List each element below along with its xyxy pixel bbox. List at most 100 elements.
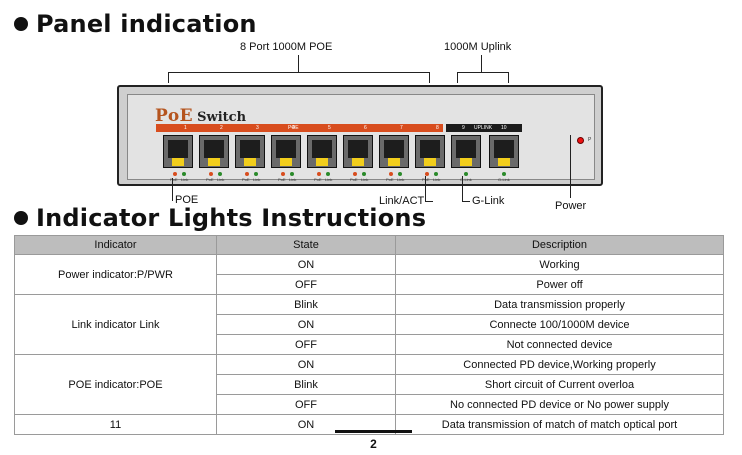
poe-port-3 bbox=[235, 135, 265, 168]
link-led-icon bbox=[182, 172, 186, 176]
glink-led-icon bbox=[464, 172, 468, 176]
indicator-cell: POE indicator:POE bbox=[14, 354, 217, 415]
led-label-link: Link bbox=[433, 177, 441, 182]
callout-link-hline bbox=[425, 201, 433, 202]
callout-poe-line bbox=[172, 178, 173, 201]
led-label-link: Link bbox=[217, 177, 225, 182]
link-led-icon bbox=[218, 172, 222, 176]
table-row: Link indicator Link Blink Data transmiss… bbox=[14, 294, 724, 355]
port-number: 10 bbox=[501, 125, 507, 131]
description-cell: Working bbox=[395, 254, 724, 275]
table-row: OFF Power off bbox=[15, 274, 724, 295]
description-cell: No connected PD device or No power suppl… bbox=[395, 394, 724, 415]
label-glink: G-Link bbox=[472, 195, 505, 207]
callout-glink-line bbox=[462, 176, 463, 201]
state-cell: OFF bbox=[216, 334, 396, 355]
port-number: 8 bbox=[436, 125, 439, 131]
state-cell: ON bbox=[216, 254, 396, 275]
power-led-label: P bbox=[588, 137, 592, 143]
poe-led-icon bbox=[209, 172, 213, 176]
indicator-cell: 11 bbox=[14, 414, 217, 435]
callout-glink-hline bbox=[462, 201, 470, 202]
bracket-uplink-stem bbox=[481, 55, 482, 72]
page-number-bar bbox=[335, 430, 412, 433]
uplink-port-band: UPLINK bbox=[446, 124, 522, 132]
led-label-poe: PoE bbox=[242, 177, 250, 182]
link-led-icon bbox=[290, 172, 294, 176]
description-cell: Data transmission properly bbox=[395, 294, 724, 315]
description-cell: Connecte 100/1000M device bbox=[395, 314, 724, 335]
state-cell: OFF bbox=[216, 274, 396, 295]
poe-led-icon bbox=[425, 172, 429, 176]
poe-port-6 bbox=[343, 135, 373, 168]
led-label-link: Link bbox=[325, 177, 333, 182]
header-state: State bbox=[216, 235, 396, 255]
uplink-band-label: UPLINK bbox=[474, 125, 493, 131]
brand-switch: Switch bbox=[197, 110, 247, 125]
poe-port-7 bbox=[379, 135, 409, 168]
description-cell: Short circuit of Current overloa bbox=[395, 374, 724, 395]
uplink-port-9 bbox=[451, 135, 481, 168]
indicator-table: Indicator State Description Power indica… bbox=[14, 235, 724, 435]
table-row: POE indicator:POE ON Connected PD device… bbox=[14, 354, 724, 415]
table-row: OFF Not connected device bbox=[15, 334, 724, 355]
uplink-port-10 bbox=[489, 135, 519, 168]
led-label-link: Link bbox=[397, 177, 405, 182]
table-header-row: Indicator State Description bbox=[14, 235, 724, 255]
description-cell: Connected PD device,Working properly bbox=[395, 354, 724, 375]
table-row: 11 ON Data transmission of match of matc… bbox=[14, 414, 724, 435]
callout-link-line bbox=[425, 176, 426, 201]
poe-led-icon bbox=[389, 172, 393, 176]
link-led-icon bbox=[326, 172, 330, 176]
poe-led-icon bbox=[353, 172, 357, 176]
led-label-poe: PoE bbox=[278, 177, 286, 182]
poe-led-icon bbox=[173, 172, 177, 176]
port-number: 2 bbox=[220, 125, 223, 131]
link-led-icon bbox=[434, 172, 438, 176]
description-cell: Power off bbox=[395, 274, 724, 295]
label-8port: 8 Port 1000M POE bbox=[240, 41, 333, 53]
indicator-cell: Link indicator Link bbox=[14, 294, 217, 355]
indicator-lights-heading: Indicator Lights Instructions bbox=[14, 204, 426, 232]
led-label-link: Link bbox=[253, 177, 261, 182]
state-cell: ON bbox=[216, 414, 396, 435]
table-row: OFF No connected PD device or No power s… bbox=[15, 394, 724, 415]
port-number: 1 bbox=[184, 125, 187, 131]
poe-port-1 bbox=[163, 135, 193, 168]
led-label-link: Link bbox=[289, 177, 297, 182]
led-label-poe: PoE bbox=[314, 177, 322, 182]
link-led-icon bbox=[398, 172, 402, 176]
label-link-act: Link/ACT bbox=[379, 195, 425, 207]
panel-indication-title: Panel indication bbox=[36, 10, 257, 38]
port-number: 3 bbox=[256, 125, 259, 131]
power-led-icon bbox=[577, 137, 584, 144]
state-cell: Blink bbox=[216, 374, 396, 395]
state-cell: ON bbox=[216, 354, 396, 375]
led-label-link: Link bbox=[181, 177, 189, 182]
port-number: 9 bbox=[462, 125, 465, 131]
header-description: Description bbox=[395, 235, 724, 255]
panel-indication-heading: Panel indication bbox=[14, 10, 257, 38]
poe-led-icon bbox=[317, 172, 321, 176]
link-led-icon bbox=[362, 172, 366, 176]
led-label-glink: G-Link bbox=[498, 177, 510, 182]
poe-band-label: POE bbox=[288, 125, 299, 131]
label-poe: POE bbox=[175, 194, 199, 206]
led-label-glink: G-Link bbox=[460, 177, 472, 182]
state-cell: ON bbox=[216, 314, 396, 335]
bullet-icon bbox=[14, 17, 28, 31]
bracket-8port-stem bbox=[298, 55, 299, 72]
description-cell: Not connected device bbox=[395, 334, 724, 355]
port-number: 5 bbox=[328, 125, 331, 131]
led-label-poe: PoE bbox=[170, 177, 178, 182]
poe-port-5 bbox=[307, 135, 337, 168]
header-indicator: Indicator bbox=[14, 235, 217, 255]
led-label-poe: PoE bbox=[386, 177, 394, 182]
poe-port-band: POE bbox=[156, 124, 443, 132]
poe-led-icon bbox=[245, 172, 249, 176]
label-power: Power bbox=[555, 200, 587, 212]
led-label-poe: PoE bbox=[206, 177, 214, 182]
poe-port-8 bbox=[415, 135, 445, 168]
